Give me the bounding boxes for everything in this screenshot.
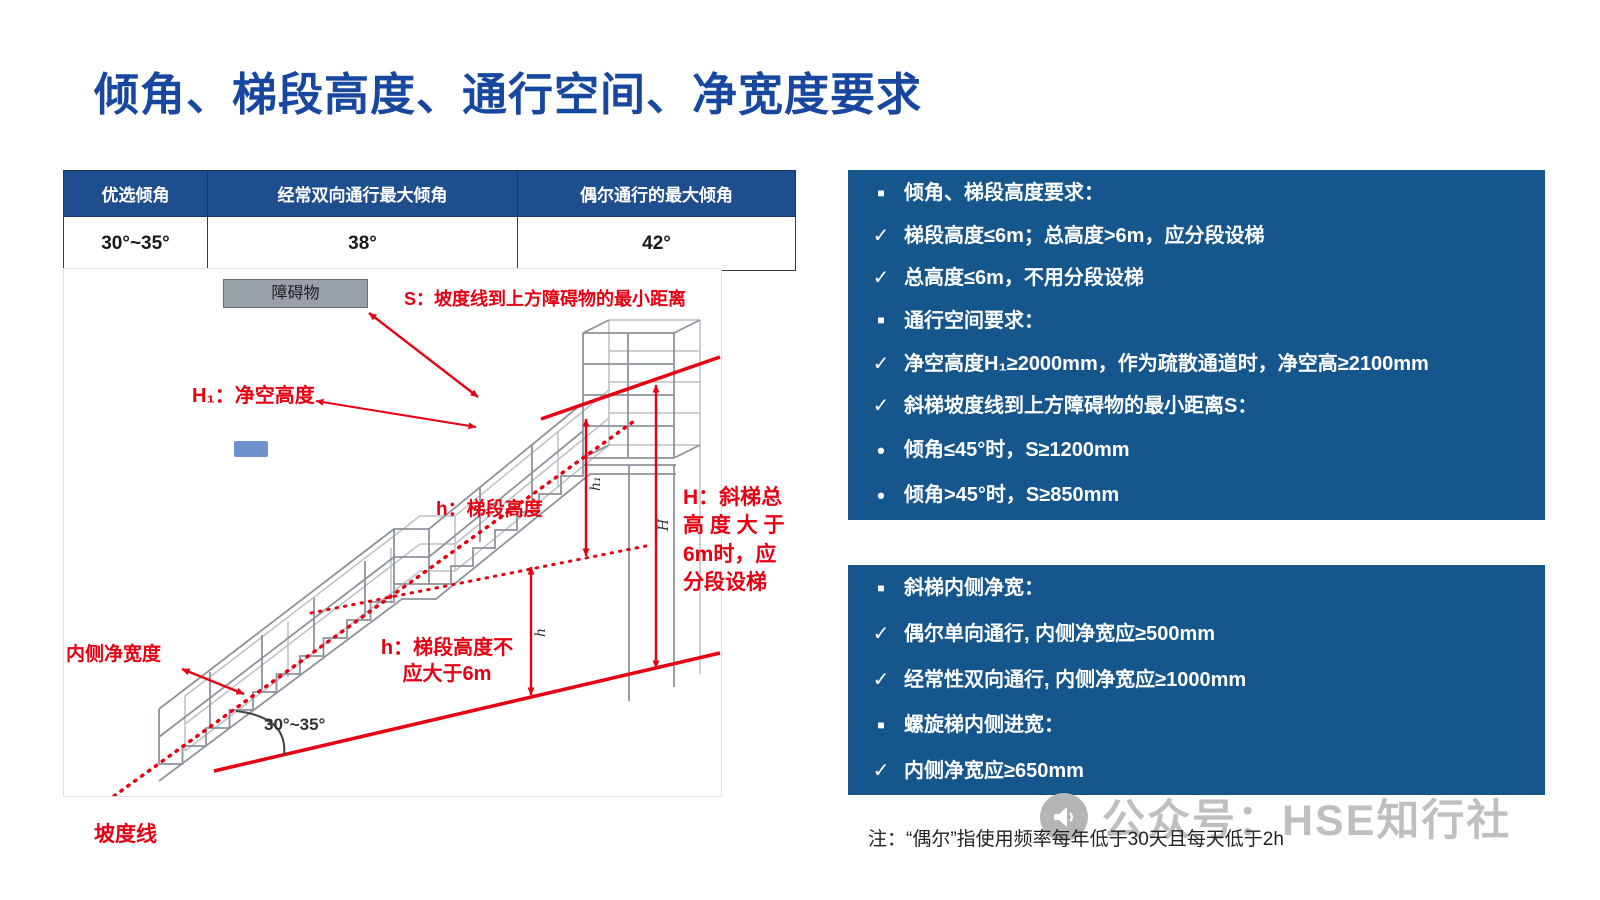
panel-row: ✓ 净空高度H₁≥2000mm，作为疏散通道时，净空高≥2100mm — [868, 353, 1529, 376]
flight-height-note: h：梯段高度不 应大于6m — [322, 635, 572, 687]
check-icon: ✓ — [872, 668, 890, 691]
h1-clearance-label: H₁：净空高度 — [192, 385, 315, 407]
page-title: 倾角、梯段高度、通行空间、净宽度要求 — [94, 69, 923, 120]
stair-near-side — [158, 319, 701, 782]
slope-dotted-line — [112, 417, 639, 798]
panel-row: ■ 斜梯内侧净宽： — [868, 577, 1529, 600]
panel-row: ■ 通行空间要求： — [868, 310, 1529, 333]
angle-label: 30°~35° — [264, 715, 326, 734]
stair-diagram-svg: H h₁ h — [112, 312, 721, 798]
panel-row-text: 偶尔单向通行, 内侧净宽应≥500mm — [904, 622, 1216, 645]
total-height-note-line3: 6m时，应 — [683, 542, 777, 566]
footnote: 注：“偶尔”指使用频率每年低于30天且每天低于2h — [868, 829, 1284, 850]
panel-row-text: 倾角>45°时，S≥850mm — [904, 483, 1120, 506]
panel-row-text: 斜梯内侧净宽： — [904, 577, 1044, 599]
panel-row: • 倾角≤45°时，S≥1200mm — [868, 438, 1529, 463]
panel-row-text: 经常性双向通行, 内侧净宽应≥1000mm — [904, 668, 1247, 691]
check-icon: ✓ — [872, 224, 890, 247]
s-distance-label: S：坡度线到上方障碍物的最小距离 — [404, 289, 687, 309]
panel-row: ■ 螺旋梯内侧进宽： — [868, 714, 1529, 737]
red-annotations — [112, 312, 721, 798]
square-bullet-icon: ■ — [877, 580, 885, 595]
total-height-note-line2: 高 度 大 于 — [683, 514, 785, 538]
panel-row: ✓ 斜梯坡度线到上方障碍物的最小距离S： — [868, 395, 1529, 418]
ground-line — [213, 651, 721, 773]
h1-pointer-arrow — [315, 398, 477, 430]
table-header-occasional-max-angle: 偶尔通行的最大倾角 — [517, 170, 796, 217]
dimension-letters: H h₁ h — [533, 476, 672, 637]
panel-row: ✓ 经常性双向通行, 内侧净宽应≥1000mm — [868, 669, 1529, 692]
inner-width-label: 内侧净宽度 — [66, 644, 162, 665]
watermark: 公众号：HSE知行社 — [1040, 786, 1511, 848]
dim-letter-h: h — [533, 628, 549, 637]
panel-row-text: 斜梯坡度线到上方障碍物的最小距离S： — [904, 395, 1258, 418]
stair-far-side — [184, 319, 701, 752]
megaphone-icon — [1040, 793, 1088, 841]
table-header-frequent-max-angle: 经常双向通行最大倾角 — [207, 170, 518, 217]
panel-row-text: 通行空间要求： — [904, 309, 1044, 332]
check-icon: ✓ — [872, 622, 890, 645]
flight-height-note-line2: 应大于6m — [402, 663, 492, 685]
requirements-panel-angles: ■ 倾角、梯段高度要求： ✓ 梯段高度≤6m；总高度>6m，应分段设梯 ✓ 总高… — [848, 170, 1545, 520]
panel-row: • 倾角>45°时，S≥850mm — [868, 483, 1529, 508]
square-bullet-icon: ■ — [877, 185, 885, 200]
table-cell-frequent-max-angle: 38° — [207, 216, 518, 271]
panel-row-text: 倾角≤45°时，S≥1200mm — [904, 438, 1130, 461]
total-height-note-line4: 分段设梯 — [683, 571, 767, 595]
panel-row-text: 内侧净宽应≥650mm — [904, 760, 1084, 782]
table-header-preferred-angle: 优选倾角 — [63, 170, 208, 217]
table-cell-preferred-angle: 30°~35° — [63, 216, 208, 271]
dot-bullet-icon: • — [877, 437, 885, 463]
panel-row-text: 梯段高度≤6m；总高度>6m，应分段设梯 — [904, 224, 1265, 247]
slope-line-label: 坡度线 — [94, 823, 157, 846]
panel-row: ✓ 总高度≤6m，不用分段设梯 — [868, 267, 1529, 290]
dim-letter-H: H — [656, 518, 672, 532]
panel-row-text: 倾角、梯段高度要求： — [904, 182, 1104, 204]
square-bullet-icon: ■ — [877, 313, 885, 328]
angle-arc — [235, 710, 286, 756]
obstacle-label: 障碍物 — [223, 279, 368, 308]
check-icon: ✓ — [872, 395, 890, 418]
check-icon: ✓ — [872, 352, 890, 375]
inner-width-arrow — [181, 667, 245, 696]
watermark-text: 公众号：HSE知行社 — [1102, 797, 1512, 845]
panel-row: ■ 倾角、梯段高度要求： — [868, 182, 1529, 205]
total-height-note: H：斜梯总 高 度 大 于 6m时，应 分段设梯 — [683, 484, 838, 597]
mid-dotted-line — [309, 544, 648, 615]
check-icon: ✓ — [872, 267, 890, 290]
check-icon: ✓ — [872, 760, 890, 782]
panel-row: ✓ 梯段高度≤6m；总高度>6m，应分段设梯 — [868, 225, 1529, 248]
picture-logo — [234, 441, 268, 457]
panel-row-text: 总高度≤6m，不用分段设梯 — [904, 267, 1144, 290]
angle-table: 优选倾角 经常双向通行最大倾角 偶尔通行的最大倾角 30°~35° 38° 42… — [63, 170, 796, 271]
requirements-panel-widths: ■ 斜梯内侧净宽： ✓ 偶尔单向通行, 内侧净宽应≥500mm ✓ 经常性双向通… — [848, 565, 1545, 795]
table-cell-occasional-max-angle: 42° — [517, 216, 796, 271]
upper-slope-line — [540, 355, 721, 421]
total-height-note-line1: H：斜梯总 — [683, 486, 783, 509]
stair-diagram: H h₁ h 障碍物 S：坡度线到上方障碍物的最小距离 H₁：净空高度 h：梯段… — [63, 268, 722, 798]
panel-row: ✓ 内侧净宽应≥650mm — [868, 760, 1529, 783]
dim-letter-h1: h₁ — [588, 476, 604, 491]
square-bullet-icon: ■ — [877, 717, 885, 732]
panel-row-text: 螺旋梯内侧进宽： — [904, 714, 1064, 737]
s-distance-arrow — [368, 312, 479, 398]
flight-height-label: h：梯段高度 — [436, 499, 543, 520]
flight-height-note-line1: h：梯段高度不 — [380, 637, 514, 659]
panel-row-text: 净空高度H₁≥2000mm，作为疏散通道时，净空高≥2100mm — [904, 352, 1429, 375]
panel-row: ✓ 偶尔单向通行, 内侧净宽应≥500mm — [868, 623, 1529, 646]
dot-bullet-icon: • — [877, 482, 885, 508]
